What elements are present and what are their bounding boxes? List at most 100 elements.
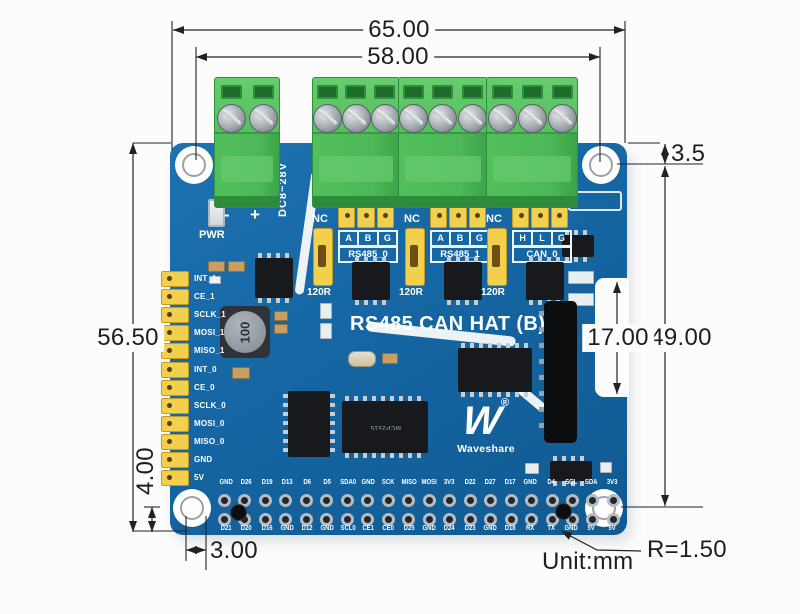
gpio-hole xyxy=(525,513,539,526)
breakout-pin: INT_0 xyxy=(161,361,217,378)
gpio-pin-label: D12 xyxy=(301,525,313,532)
breakout-pin-label: MISO_0 xyxy=(194,437,225,446)
gpio-pin-label: GND xyxy=(564,525,578,532)
gpio-pin-label: D21 xyxy=(220,525,232,532)
pin-header-cell xyxy=(531,205,549,228)
screw-slot xyxy=(220,108,242,126)
gpio-pin-label: GND xyxy=(219,479,233,486)
chip-soic14 xyxy=(458,343,532,397)
gpio-pin-label: GND xyxy=(321,525,335,532)
terminal-top xyxy=(313,78,400,134)
terminator-jumper xyxy=(405,228,425,286)
smd-resistor xyxy=(320,323,332,339)
gpio-hole xyxy=(258,494,272,507)
terminator-jumper-label: 120R xyxy=(481,287,505,298)
gpio-hole xyxy=(279,513,293,526)
terminal-body xyxy=(313,134,399,207)
pin-body xyxy=(161,469,189,486)
terminal-body xyxy=(487,134,577,207)
gpio-pin-label: 3V3 xyxy=(444,479,455,486)
channel-rs485-0: NC A B G RS485_0 120R xyxy=(307,205,429,307)
terminal-top xyxy=(399,78,487,134)
breakout-pin: SCLK_1 xyxy=(161,306,226,323)
mounting-hole-top-right xyxy=(582,146,620,184)
wire-slot xyxy=(461,85,483,99)
gpio-pin-label: MISO xyxy=(401,479,417,486)
gpio-pin-label: D22 xyxy=(464,479,476,486)
gpio-hole xyxy=(606,513,620,526)
terminal-screw xyxy=(428,104,458,133)
gpio-pin-label: D13 xyxy=(281,479,293,486)
pin-body xyxy=(161,270,189,287)
pin-label: G xyxy=(550,232,570,245)
gpio-pin-label: D27 xyxy=(484,479,496,486)
gpio-pin-label: GND xyxy=(523,479,538,486)
wire-slot xyxy=(551,85,573,99)
breakout-pin-label: MOSI_0 xyxy=(194,419,225,428)
gpio-pin-label: D19 xyxy=(261,479,273,486)
nc-jumper-label: NC xyxy=(404,213,420,225)
unit-label: Unit:mm xyxy=(542,548,634,575)
gpio-pin-label: SCK xyxy=(382,479,395,486)
dim-overall-width: 65.00 xyxy=(363,16,435,44)
gpio-hole xyxy=(238,494,252,507)
smd-oscillator xyxy=(348,351,376,367)
smd-capacitor xyxy=(232,367,250,379)
screw-slot xyxy=(432,108,454,126)
power-inductor: 100 xyxy=(220,306,270,358)
breakout-pin-label: CE_1 xyxy=(194,292,215,301)
gpio-hole xyxy=(218,494,231,507)
screw-slot xyxy=(403,108,424,126)
wire-slots xyxy=(399,85,487,99)
gpio-hole-row-1 xyxy=(218,494,620,507)
terminator-jumper-label: 120R xyxy=(399,287,423,298)
wire-slot xyxy=(432,85,454,99)
minus-mark: - xyxy=(224,205,230,224)
dim-hole-left-offset: 3.00 xyxy=(210,537,258,564)
gpio-hole xyxy=(606,494,620,507)
gpio-hole xyxy=(484,494,498,507)
gpio-pin-label: GND xyxy=(361,479,375,486)
gpio-pin-label: D26 xyxy=(240,479,252,486)
gpio-hole xyxy=(545,513,559,526)
gpio-hole xyxy=(525,494,539,507)
terminal-screw xyxy=(399,104,429,133)
logo-w-glyph: W xyxy=(460,399,504,443)
gpio-pin-label: D24 xyxy=(443,525,455,532)
screw-slot xyxy=(317,108,338,126)
breakout-pin: CE_1 xyxy=(161,288,215,305)
gpio-pin-label: 5V xyxy=(608,525,616,532)
gpio-hole xyxy=(422,494,436,507)
screw-slot xyxy=(462,108,483,126)
pin-label: A xyxy=(345,233,352,243)
terminal-screw xyxy=(371,104,400,133)
gpio-hole xyxy=(320,513,334,526)
gpio-pin-label: D18 xyxy=(504,525,516,532)
terminal-screw xyxy=(487,104,517,133)
gpio-hole xyxy=(443,494,457,507)
pin-header-cell xyxy=(430,205,448,228)
breakout-pin-label: SCLK_1 xyxy=(194,310,226,319)
terminal-top xyxy=(487,78,577,134)
gpio-hole xyxy=(504,494,518,507)
pin-label: H xyxy=(519,233,526,243)
isolation-module xyxy=(539,301,577,443)
terminal-screw xyxy=(248,104,278,133)
pin-label: B xyxy=(449,232,468,245)
chip-ssop28 xyxy=(283,391,335,457)
gpio-pin-label: CE1 xyxy=(362,525,375,532)
terminal-block-rs485-0 xyxy=(312,77,400,208)
board-title: RS485 CAN HAT (B) xyxy=(350,313,546,335)
gpio-hole xyxy=(565,494,579,507)
terminal-top xyxy=(215,78,279,134)
breakout-pin: INT_1 xyxy=(161,270,217,287)
breakout-pin: MOSI_1 xyxy=(161,324,225,341)
terminal-block-rs485-1 xyxy=(398,77,488,208)
gpio-hole xyxy=(258,513,272,526)
gpio-hole xyxy=(586,513,600,526)
terminal-screw xyxy=(216,104,246,133)
smd-resistor xyxy=(525,463,539,474)
smd-capacitor xyxy=(274,311,288,321)
